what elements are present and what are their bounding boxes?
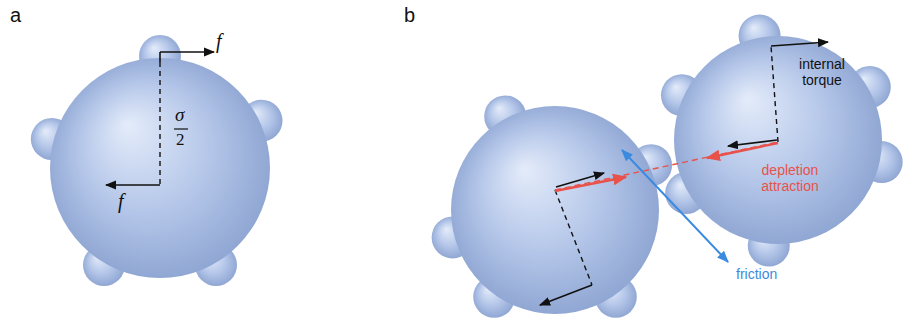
panel-letter: a — [10, 4, 21, 27]
force-symbol: f — [216, 30, 222, 53]
sphere-body — [50, 58, 270, 278]
friction-label: friction — [736, 266, 777, 282]
sphere-body — [674, 36, 882, 244]
attraction-label: depletion attraction — [750, 162, 830, 194]
fraction-denominator: 2 — [176, 130, 185, 150]
sphere-body — [451, 106, 659, 314]
force-symbol: f — [118, 190, 124, 213]
panel-letter: b — [404, 4, 415, 27]
colloid-particle — [432, 95, 672, 317]
colloid-particle — [31, 35, 283, 286]
torque-label: internal torque — [790, 56, 854, 88]
force-arrows — [106, 52, 214, 185]
diameter-symbol: σ — [175, 104, 184, 126]
